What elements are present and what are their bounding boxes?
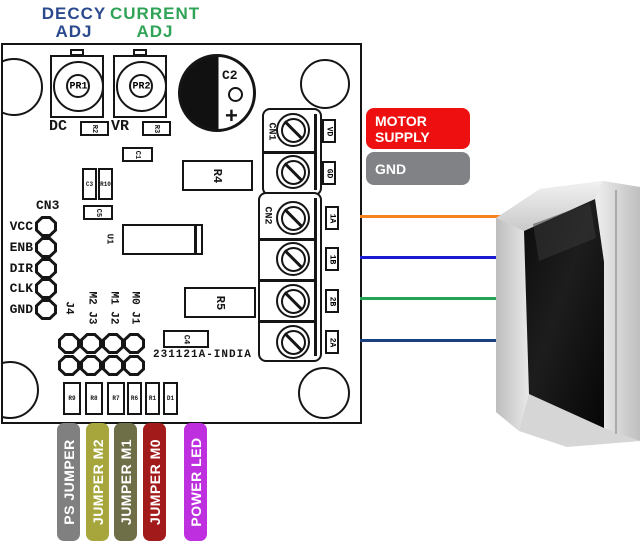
deccy-adj-label: DECCY ADJ <box>36 5 112 41</box>
cn2-tab-1b: 1B <box>325 247 339 271</box>
cn3-pin-gnd: GND <box>9 302 33 317</box>
deccy-sub: ADJ <box>55 22 93 41</box>
pcb-board-outline: PR1 PR2 DC R2 VR R3 C2 + C1 C3 R <box>1 43 362 424</box>
capacitor-c1: C1 <box>122 147 153 162</box>
resistor-r10: R10 <box>98 168 113 200</box>
pr2-label: PR2 <box>132 81 151 92</box>
screw-terminal-2b <box>276 284 310 318</box>
screw-terminal-2a <box>276 325 310 359</box>
cn3-pin-clk: CLK <box>9 281 33 296</box>
cn3-pad <box>35 216 57 237</box>
capacitor-c2: C2 + <box>178 54 256 132</box>
jumper-pad <box>123 355 145 376</box>
cn3-pin-enb: ENB <box>9 240 33 255</box>
jumper-pad <box>80 333 102 354</box>
wire-2a <box>360 339 499 342</box>
trimmer-pr2: PR2 <box>113 55 167 118</box>
cn1-tab-gd: GD <box>322 161 336 185</box>
cn3-label: CN3 <box>36 198 60 213</box>
board-id-text: 231121A-INDIA <box>153 349 252 361</box>
gnd-callout: GND <box>366 152 470 185</box>
deccy-title: DECCY <box>41 4 107 23</box>
c2-plus-mark: + <box>225 103 238 128</box>
cn2-label: CN2 <box>261 205 273 225</box>
resistor-r5: R5 <box>184 287 256 318</box>
motor-supply-callout: MOTOR SUPPLY <box>366 108 470 149</box>
resistor-r1: R1 <box>145 382 160 415</box>
jumper-pad <box>102 333 124 354</box>
jumper-m0-callout: JUMPER M0 <box>143 423 166 541</box>
jumper-m1-callout: JUMPER M1 <box>114 423 137 541</box>
stepper-motor-image <box>496 181 640 447</box>
jumper-pad <box>123 333 145 354</box>
terminal-block-cn2: CN2 <box>258 192 322 362</box>
u1-label: U1 <box>104 233 114 245</box>
cn2-tab-2b: 2B <box>325 289 339 313</box>
mounting-hole-bottom-left <box>3 361 39 419</box>
vr-silk-label: VR <box>111 118 130 135</box>
capacitor-c5: C5 <box>83 205 113 220</box>
capacitor-c4: C4 <box>163 330 209 348</box>
jumper-m2-callout: JUMPER M2 <box>86 423 109 541</box>
cn3-pad <box>35 258 57 279</box>
mounting-hole-bottom-right <box>298 367 350 419</box>
trimmer-pr1: PR1 <box>50 55 104 118</box>
cn2-tab-2a: 2A <box>325 330 339 354</box>
cn3-pad <box>35 237 57 258</box>
cn2-tab-1a: 1A <box>325 206 339 230</box>
jumper-pad <box>80 355 102 376</box>
cn3-pin-dir: DIR <box>9 261 33 276</box>
resistor-r8: R8 <box>85 382 103 415</box>
jumper-label-j3-m2: M2 J3 <box>85 291 98 325</box>
jumper-pad <box>58 355 80 376</box>
dc-silk-label: DC <box>49 118 68 135</box>
c2-label: C2 <box>222 68 238 83</box>
c2-vent-circle <box>228 87 243 102</box>
resistor-r4: R4 <box>182 160 253 191</box>
ic-u1 <box>122 224 203 255</box>
screw-terminal-vd <box>276 113 310 147</box>
jumper-label-j2-m1: M1 J2 <box>107 291 120 325</box>
jumper-label-j4: J4 <box>62 301 75 315</box>
cn3-pin-vcc: VCC <box>9 219 33 234</box>
wire-1a <box>360 215 538 218</box>
jumper-pad <box>102 355 124 376</box>
jumper-pad <box>58 333 80 354</box>
power-led-callout: POWER LED <box>184 423 207 541</box>
current-sub: ADJ <box>136 22 174 41</box>
ps-jumper-callout: PS JUMPER <box>57 423 80 541</box>
resistor-r3: R3 <box>142 121 171 136</box>
jumper-label-j1-m0: M0 J1 <box>128 291 141 325</box>
cn1-tab-vd: VD <box>322 119 336 143</box>
screw-terminal-1b <box>276 242 310 276</box>
resistor-r9: R9 <box>63 382 81 415</box>
screw-terminal-1a <box>276 201 310 235</box>
diode-d1: D1 <box>163 382 178 415</box>
terminal-block-cn1: CN1 <box>262 108 322 196</box>
current-title: CURRENT <box>110 4 201 23</box>
mounting-hole-top-left <box>3 58 43 116</box>
wire-1b <box>360 256 499 259</box>
mounting-hole-top-right <box>300 59 350 109</box>
resistor-r7: R7 <box>107 382 125 415</box>
cn3-pad <box>35 299 57 320</box>
cn3-pad <box>35 278 57 299</box>
resistor-r6: R6 <box>127 382 142 415</box>
capacitor-c3: C3 <box>82 168 97 200</box>
wire-2b <box>360 297 497 300</box>
screw-terminal-gd <box>276 155 310 189</box>
resistor-r2: R2 <box>80 121 109 136</box>
pr1-label: PR1 <box>69 81 88 92</box>
current-adj-label: CURRENT ADJ <box>110 5 200 41</box>
